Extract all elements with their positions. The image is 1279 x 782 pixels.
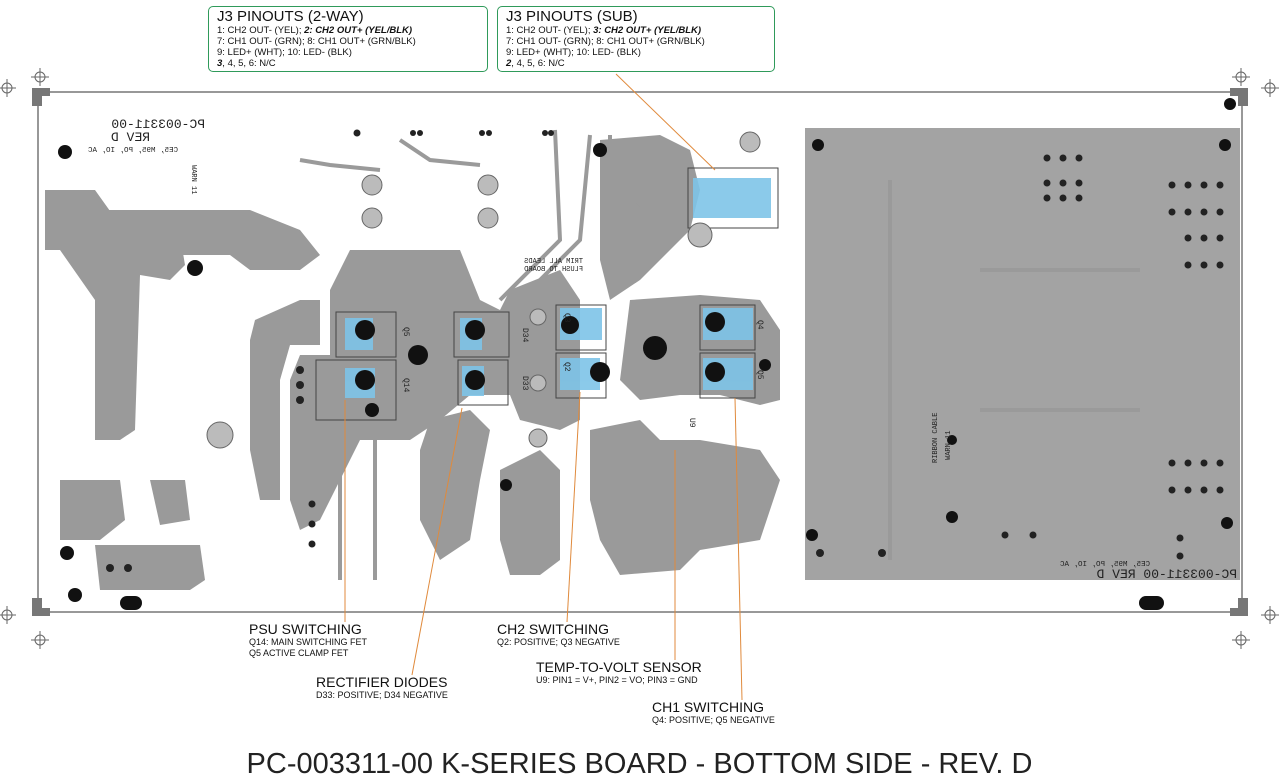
pinout-2way-line2: 7: CH1 OUT- (GRN); 8: CH1 OUT+ (GRN/BLK): [217, 36, 416, 47]
pads: [206, 131, 761, 449]
caption-psu-switching: PSU SWITCHING Q14: MAIN SWITCHING FET Q5…: [249, 621, 368, 658]
pinout-2way-line1: 1: CH2 OUT- (YEL); 2: CH2 OUT+ (YEL/BLK): [217, 25, 413, 36]
rev-left: REV D: [111, 130, 150, 145]
ref-q3: Q3: [562, 313, 571, 323]
diagram-title: PC-003311-00 K-SERIES BOARD - BOTTOM SID…: [246, 748, 1033, 780]
ref-d33: D33: [520, 376, 529, 391]
pinout-2way-title: J3 PINOUTS (2-WAY): [217, 8, 364, 25]
caption-ch1-switching: CH1 SWITCHING Q4: POSITIVE; Q5 NEGATIVE: [652, 699, 775, 726]
warn-right: WARN 11: [945, 431, 953, 460]
trim-leads-1: TRIM ALL LEADS: [524, 258, 583, 266]
caption-rectifier-diodes: RECTIFIER DIODES D33: POSITIVE; D34 NEGA…: [316, 674, 448, 701]
caption-temp-sensor: TEMP-TO-VOLT SENSOR U9: PIN1 = V+, PIN2 …: [536, 659, 702, 686]
pinout-sub-line2: 7: CH1 OUT- (GRN); 8: CH1 OUT+ (GRN/BLK): [506, 36, 705, 47]
ref-q5b: Q5: [755, 370, 764, 380]
ref-q5: Q5: [401, 327, 410, 337]
pinout-box-2way: J3 PINOUTS (2-WAY) 1: CH2 OUT- (YEL); 2:…: [208, 6, 488, 72]
caption-ch2-switching: CH2 SWITCHING Q2: POSITIVE; Q3 NEGATIVE: [497, 621, 620, 648]
leader-lines: [344, 73, 743, 701]
holes: [58, 98, 1236, 610]
pinout-2way-line4: 3, 4, 5, 6: N/C: [217, 58, 276, 69]
ref-d34: D34: [520, 328, 529, 343]
pinout-2way-line3: 9: LED+ (WHT); 10: LED- (BLK): [217, 47, 352, 58]
registration-marks: [0, 68, 1279, 649]
ribbon-cable-label: RIBBON CABLE: [932, 413, 940, 463]
pinout-box-sub: J3 PINOUTS (SUB) 1: CH2 OUT- (YEL); 3: C…: [497, 6, 775, 72]
pinout-sub-title: J3 PINOUTS (SUB): [506, 8, 638, 25]
ref-u9: U9: [687, 418, 696, 428]
part-number-left: PC-003311-00: [111, 117, 205, 132]
mfg-left: CE5, M95, PO, IO, AC: [87, 147, 178, 155]
traces: [299, 129, 1140, 580]
part-number-right: PC-003311-00 REV D: [1096, 567, 1237, 582]
corner-marks: [32, 88, 1248, 616]
component-outlines: [315, 167, 779, 421]
copper-pour-right: [805, 128, 1240, 580]
pinout-sub-line4: 2, 4, 5, 6: N/C: [506, 58, 565, 69]
ref-q4: Q4: [755, 320, 764, 330]
trim-leads-2: FLUSH TO BOARD: [524, 266, 583, 274]
ref-q14: Q14: [401, 378, 410, 393]
warn-left: WARN 11: [189, 165, 197, 194]
ref-q2: Q2: [562, 362, 571, 372]
pinout-sub-line3: 9: LED+ (WHT); 10: LED- (BLK): [506, 47, 641, 58]
small-pads: [106, 129, 1224, 572]
copper-pours: [45, 135, 780, 590]
silkscreen: PC-003311-00 REV D CE5, M95, PO, IO, AC …: [87, 117, 1237, 582]
mfg-right: CE5, M95, PO, IO, AC: [1059, 561, 1150, 569]
pinout-sub-line1: 1: CH2 OUT- (YEL); 3: CH2 OUT+ (YEL/BLK): [506, 25, 702, 36]
